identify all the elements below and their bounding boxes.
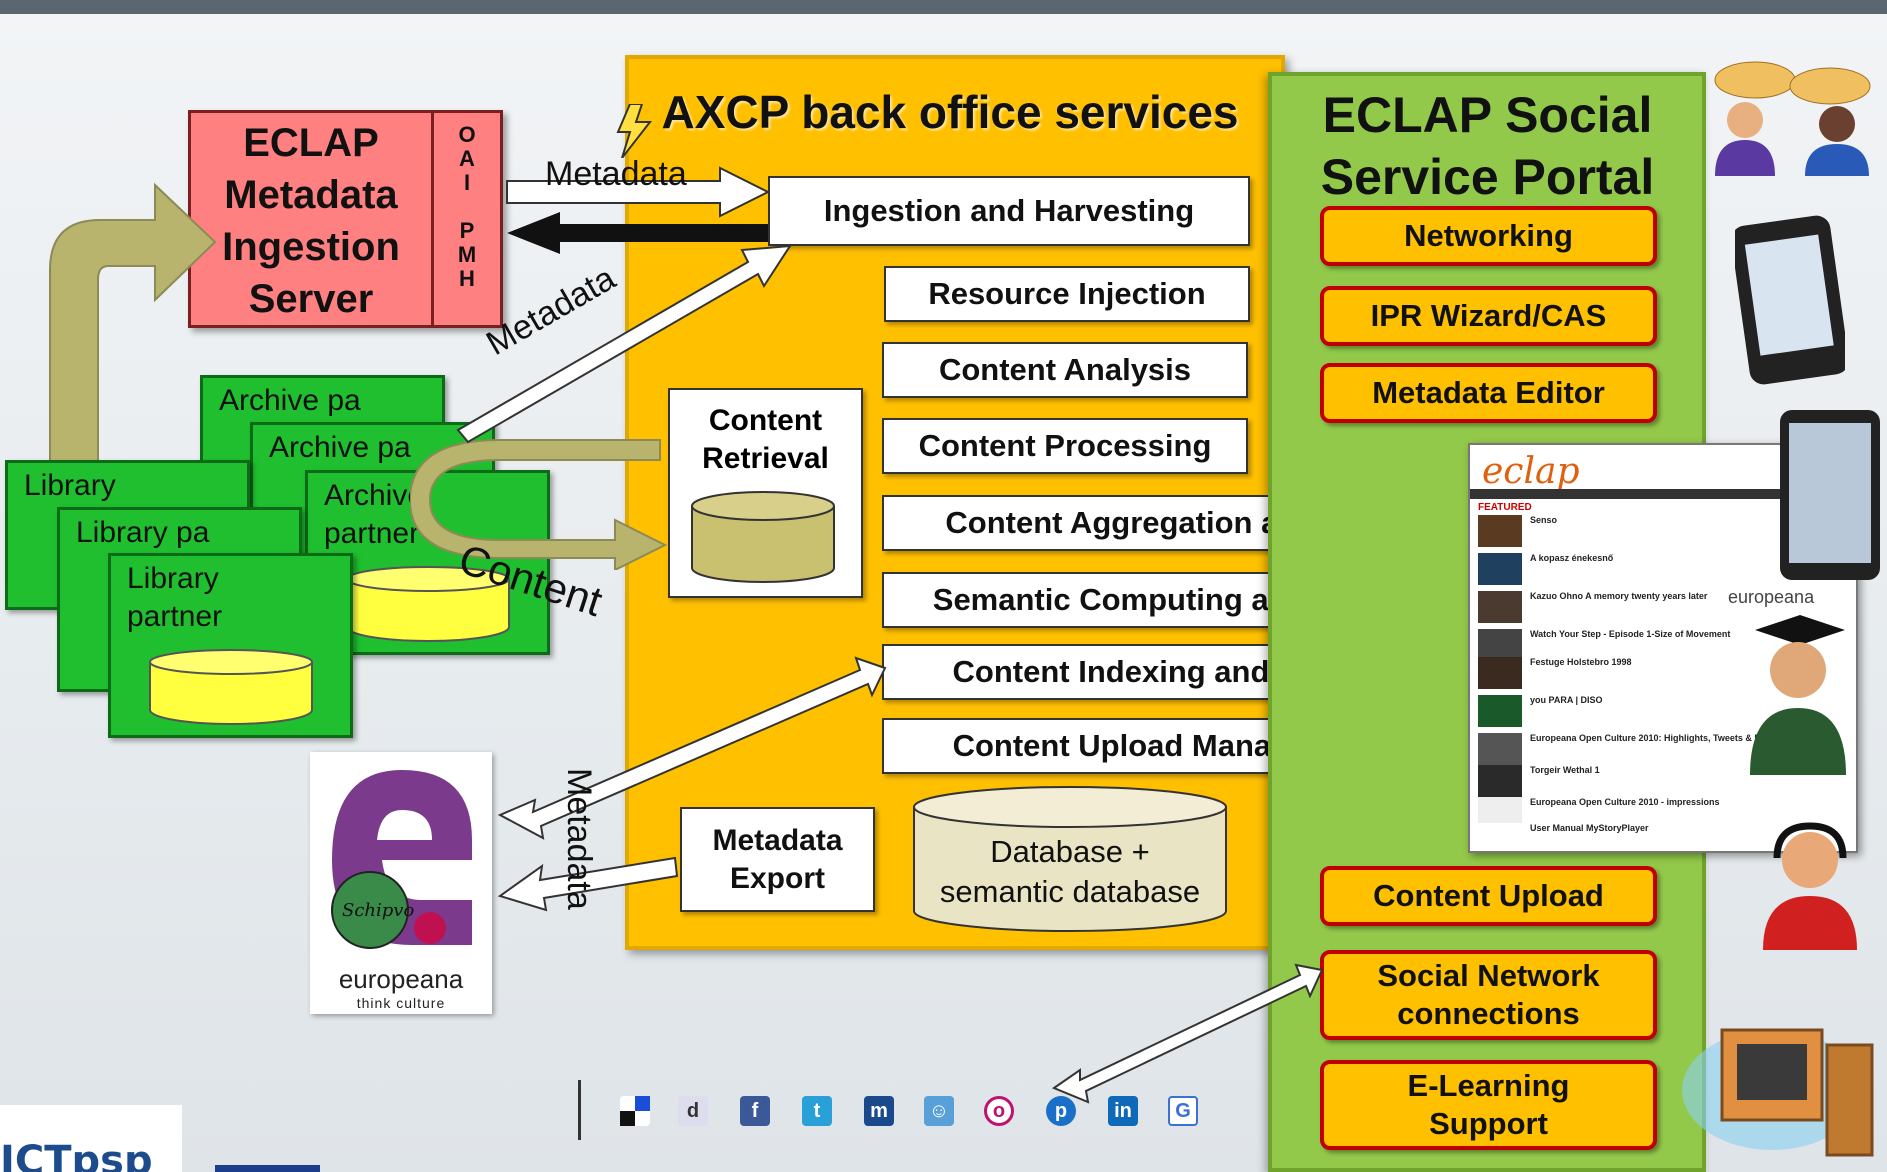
server-title-line: Ingestion	[222, 225, 400, 269]
service-content-analysis: Content Analysis	[882, 342, 1248, 398]
delicious-icon[interactable]	[620, 1096, 650, 1126]
top-bar	[0, 0, 1887, 14]
ipr-wizard-button[interactable]: IPR Wizard/CAS	[1320, 286, 1657, 346]
eu-flag-strip	[215, 1165, 320, 1172]
eclap-logo: eclap	[1482, 451, 1580, 492]
users-chat-icon	[1714, 61, 1871, 176]
europeana-e-icon: Schipvo	[331, 770, 472, 949]
europeana-name: europeana	[338, 964, 464, 994]
portal-title-line2: Service Portal	[1320, 149, 1655, 205]
metadata-top-label: Metadata	[545, 155, 687, 193]
protocol-letter: O	[458, 122, 476, 147]
headset-user-icon	[1763, 822, 1857, 950]
portal-title-line1: ECLAP Social	[1322, 87, 1653, 143]
service-content-processing: Content Processing	[882, 418, 1248, 474]
server-title-line: Server	[248, 277, 374, 321]
content-retrieval-box: Content Retrieval	[668, 388, 863, 598]
digg-icon[interactable]: d	[678, 1096, 708, 1126]
retrieval-db-cylinder	[691, 491, 835, 583]
list-item: Watch Your Step - Episode 1-Size of Move…	[1478, 627, 1778, 663]
site-nav-bar	[1470, 489, 1856, 499]
library-card-label: Library	[127, 562, 219, 595]
list-item: User Manual MyStoryPlayer	[1478, 821, 1778, 851]
export-line1: Metadata	[712, 823, 843, 857]
archive-card-label: Archive pa	[269, 431, 411, 464]
archive-db-icon	[346, 566, 510, 642]
pinterest-icon[interactable]: p	[1046, 1096, 1076, 1126]
database-line1: Database +	[990, 834, 1150, 869]
server-title-line: ECLAP	[243, 121, 379, 165]
featured-label: FEATURED	[1478, 502, 1532, 513]
library-card-label: Library	[24, 469, 116, 502]
ict-psp-logo	[0, 1105, 182, 1172]
service-resource-injection: Resource Injection	[884, 266, 1250, 322]
ict-psp-text: ICTpsp	[0, 1138, 153, 1172]
protocol-letter: H	[459, 266, 475, 291]
social-share-bar	[578, 1080, 1218, 1140]
social-network-button[interactable]: Social Network connections	[1320, 950, 1657, 1040]
ingestion-server-box: ECLAP Metadata Ingestion Server O A I P …	[188, 110, 503, 328]
list-item: Festuge Holstebro 1998	[1478, 655, 1778, 691]
archive-card-label: partner	[324, 517, 420, 550]
list-item: Kazuo Ohno A memory twenty years later	[1478, 589, 1778, 625]
archive-card-label: Archive	[324, 479, 425, 512]
smartphone-icon	[1735, 215, 1845, 385]
curved-upload-arrow	[49, 182, 217, 480]
protocol-letter: M	[457, 242, 477, 267]
database-cylinder	[913, 786, 1227, 932]
protocol-letter: P	[459, 218, 475, 243]
elearning-button[interactable]: E-Learning Support	[1320, 1060, 1657, 1150]
retrieval-line2: Retrieval	[702, 442, 829, 475]
tablet-icon	[1780, 410, 1880, 580]
library-db-icon	[149, 649, 313, 725]
database-line2: semantic database	[939, 874, 1201, 909]
library-card-3: Library partner	[108, 553, 353, 738]
list-item: you PARA | DISO	[1478, 693, 1778, 729]
google-icon[interactable]: G	[1168, 1096, 1198, 1126]
elearning-line2: Support	[1429, 1106, 1548, 1141]
portal-title: ECLAP Social Service Portal	[1280, 84, 1695, 208]
europeana-logo: Schipvo europeana think culture	[310, 752, 492, 1014]
archive-card-label: Archive pa	[219, 384, 361, 417]
lightning-icon	[616, 104, 653, 158]
computer-icon	[1682, 1028, 1874, 1157]
retrieval-line1: Content	[708, 404, 823, 437]
facebook-icon[interactable]: f	[740, 1096, 770, 1126]
library-card-label: partner	[127, 600, 223, 633]
site-europeana-brand: europeana	[1728, 587, 1815, 607]
oai-pmh-label: O A I P M H	[431, 113, 500, 325]
graduate-icon	[1750, 615, 1846, 775]
content-upload-button[interactable]: Content Upload	[1320, 866, 1657, 926]
flickr-icon[interactable]: o	[984, 1096, 1014, 1126]
social-network-line1: Social Network	[1377, 958, 1600, 993]
list-item: Senso	[1478, 513, 1778, 549]
metadata-editor-button[interactable]: Metadata Editor	[1320, 363, 1657, 423]
database-label: Database + semantic database	[915, 832, 1225, 912]
list-item: Torgeir Wethal 1	[1478, 763, 1778, 799]
server-title-line: Metadata	[224, 173, 398, 217]
friends-icon[interactable]: ☺	[924, 1096, 954, 1126]
metadata-export-box: Metadata Export	[680, 807, 875, 912]
protocol-letter: I	[463, 170, 471, 195]
list-item: A kopasz énekesnő	[1478, 551, 1778, 587]
list-item: Europeana Open Culture 2010: Highlights,…	[1478, 731, 1778, 767]
export-line2: Export	[729, 861, 825, 895]
service-ingestion: Ingestion and Harvesting	[768, 176, 1250, 246]
axcp-title: AXCP back office services	[661, 86, 1239, 138]
metadata-vertical-label: Metadata	[560, 768, 598, 910]
europeana-tagline: think culture	[356, 995, 446, 1011]
server-title: ECLAP Metadata Ingestion Server	[191, 113, 431, 325]
twitter-icon[interactable]: t	[802, 1096, 832, 1126]
linkedin-icon[interactable]: in	[1108, 1096, 1138, 1126]
networking-button[interactable]: Networking	[1320, 206, 1657, 266]
social-network-line2: connections	[1397, 996, 1580, 1031]
content-loop-arrow	[410, 439, 668, 570]
elearning-line1: E-Learning	[1407, 1068, 1570, 1103]
europeana-stamp-text: Schipvo	[342, 900, 414, 921]
library-card-label: Library pa	[76, 516, 210, 549]
myspace-icon[interactable]: m	[864, 1096, 894, 1126]
protocol-letter: A	[459, 146, 475, 171]
